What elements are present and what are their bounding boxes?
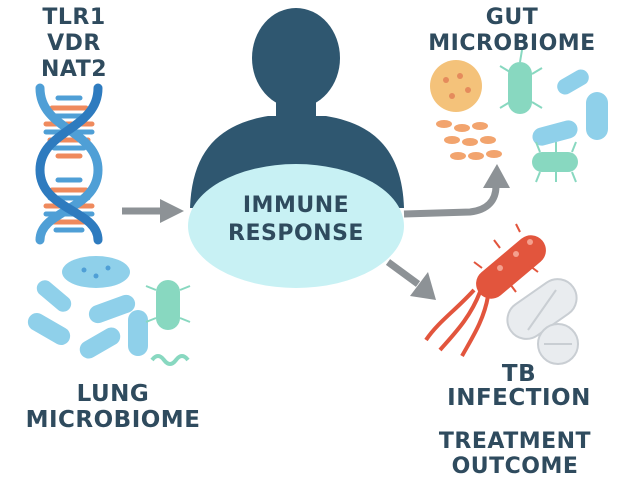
lung-microbiome-bacteria: [27, 256, 191, 366]
gene-label-vdr: VDR: [47, 31, 101, 56]
gut-microbiome-bacteria: [430, 49, 608, 183]
lung-microbiome-label-1: LUNG: [76, 381, 150, 407]
treatment-outcome-label-1: TREATMENT: [438, 429, 592, 454]
tb-bacterium-icon: [424, 223, 546, 357]
treatment-outcome-label-2: OUTCOME: [451, 454, 579, 479]
arrow-immune-to-gut: [403, 164, 510, 218]
arrow-immune-to-tb: [385, 259, 436, 300]
immune-response-label-2: RESPONSE: [228, 221, 364, 246]
immune-response-label-1: IMMUNE: [242, 193, 350, 218]
dna-helix-icon: [35, 83, 103, 245]
tb-infection-label-1: TB: [501, 361, 537, 387]
lung-microbiome-label-2: MICROBIOME: [25, 407, 201, 433]
pill-capsule-icon: [506, 278, 578, 340]
gene-label-nat2: NAT2: [40, 57, 108, 82]
arrow-genes-to-immune: [122, 199, 184, 223]
tb-infection-label-2: INFECTION: [447, 385, 591, 411]
immune-response-bubble: [188, 164, 404, 288]
pill-tablet-icon: [537, 323, 579, 365]
gene-label-tlr1: TLR1: [42, 5, 106, 30]
gut-microbiome-label-2: MICROBIOME: [428, 31, 596, 56]
gut-microbiome-label-1: GUT: [485, 5, 539, 30]
